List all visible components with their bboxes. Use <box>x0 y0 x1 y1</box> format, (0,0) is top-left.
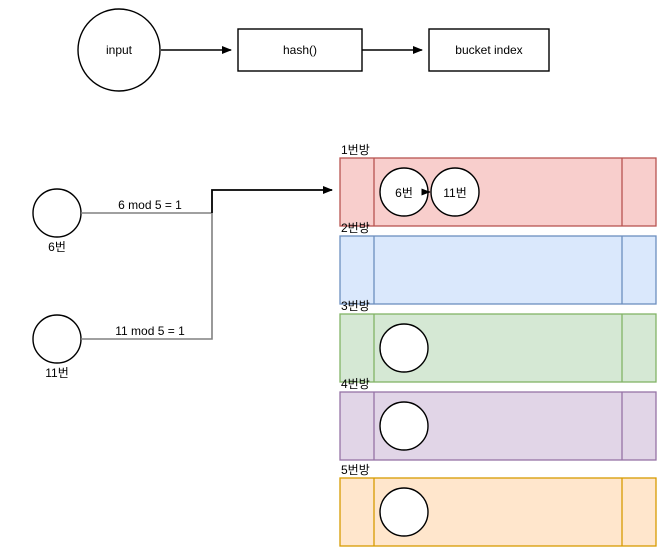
bucket-item-shape-2-0[interactable] <box>379 323 429 373</box>
bucket-index-box-label: bucket index <box>455 43 523 57</box>
bucket-label-2: 3번방 <box>341 299 370 313</box>
connector-key-1 <box>81 213 213 340</box>
hash-box-label: hash() <box>282 43 317 57</box>
bucket-label-3: 4번방 <box>341 377 370 391</box>
bucket-item-shape-4-0[interactable] <box>379 487 429 537</box>
arrow-to-bucket-1 <box>211 186 333 213</box>
input-node-label: input <box>105 43 133 57</box>
hash-box-shape[interactable] <box>237 28 363 72</box>
key-node-shape-1[interactable] <box>32 314 82 364</box>
input-node-shape[interactable] <box>77 8 161 92</box>
bucket-label-0: 1번방 <box>341 143 370 157</box>
bucket-item-label-0-1: 11번 <box>443 185 467 200</box>
bucket-rect-1[interactable] <box>339 235 657 305</box>
bucket-item-label-4-0 <box>380 500 428 524</box>
bucket-label-1: 2번방 <box>341 221 370 235</box>
bucket-label-4: 5번방 <box>341 463 370 477</box>
bucket-item-label-2-0 <box>380 336 428 360</box>
key-node-shape-0[interactable] <box>32 188 82 238</box>
edge-label-0: 6 mod 5 = 1 <box>118 198 182 212</box>
edge-label-1: 11 mod 5 = 1 <box>115 324 185 338</box>
bucket-index-box-shape[interactable] <box>428 28 550 72</box>
bucket-item-label-3-0 <box>380 414 428 438</box>
bucket-item-shape-0-1[interactable] <box>430 167 480 217</box>
bucket-item-label-0-0: 6번 <box>395 185 413 200</box>
bucket-item-shape-3-0[interactable] <box>379 401 429 451</box>
